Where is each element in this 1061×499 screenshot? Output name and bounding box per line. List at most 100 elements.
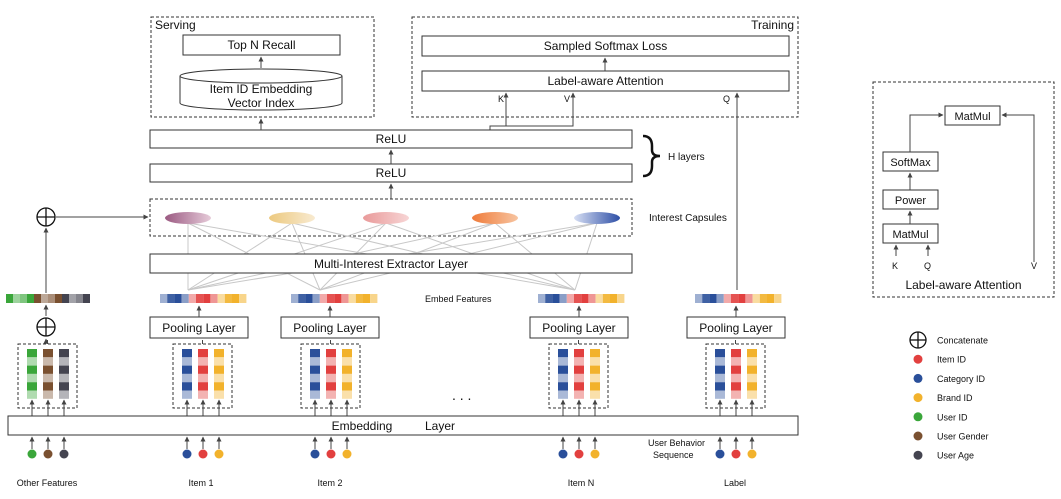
legend-dot — [913, 412, 923, 422]
pooling-layer-3: Pooling Layer — [529, 305, 629, 339]
embedding-layer-box — [7, 415, 799, 436]
label-aware-attention-label: Label-aware Attention — [547, 74, 663, 88]
embedding-cell — [590, 382, 600, 391]
embedding-cell — [747, 357, 757, 366]
k-input-label: K — [498, 94, 504, 104]
embedding-columns-4 — [548, 340, 609, 416]
embed-cell — [702, 294, 710, 303]
embedding-columns-3 — [300, 340, 361, 416]
embedding-cell — [27, 390, 37, 399]
legend-label: Brand ID — [937, 393, 973, 403]
embed-cell — [348, 294, 356, 303]
embedding-cell — [27, 365, 37, 374]
embed-cell — [334, 294, 342, 303]
embedding-cell — [27, 373, 37, 383]
embed-cell — [552, 294, 560, 303]
embed-cell — [210, 294, 218, 303]
legend-item-2: Item ID — [913, 354, 967, 365]
pooling-layer-label: Pooling Layer — [699, 321, 772, 335]
embed-strip-2 — [291, 294, 378, 303]
embed-cell — [363, 294, 371, 303]
pooling-layer-4: Pooling Layer — [686, 305, 786, 339]
interest-capsules-group — [149, 198, 633, 237]
embedding-cell — [214, 349, 224, 358]
embedding-cell — [182, 357, 192, 366]
legend-item-1: Concatenate — [909, 331, 988, 349]
embedding-cell — [182, 390, 192, 399]
h-layers-label: H layers — [668, 152, 705, 163]
embedding-cell — [574, 382, 584, 391]
embed-cell — [723, 294, 731, 303]
interest-capsules-label: Interest Capsules — [649, 213, 727, 224]
embed-cell — [709, 294, 717, 303]
embedding-cell — [574, 349, 584, 358]
embed-cell — [767, 294, 775, 303]
embedding-cell — [198, 382, 208, 391]
multi-interest-extractor-label: Multi-Interest Extractor Layer — [314, 257, 468, 271]
pooling-layer-label: Pooling Layer — [162, 321, 235, 335]
embed-cell — [341, 294, 349, 303]
embedding-cell — [198, 357, 208, 366]
embed-cell — [745, 294, 753, 303]
embed-cell — [327, 294, 335, 303]
embed-cell — [731, 294, 739, 303]
embed-cell — [203, 294, 211, 303]
top-n-recall-label: Top N Recall — [227, 38, 295, 52]
embed-strip-1 — [160, 294, 247, 303]
embedding-cell — [590, 357, 600, 366]
attn-matmul-top-label: MatMul — [954, 111, 990, 123]
embedding-columns-5 — [705, 340, 766, 416]
embedding-cell — [214, 382, 224, 391]
embedding-columns-2 — [172, 340, 233, 416]
interest-capsule-5 — [574, 212, 620, 224]
embedding-cell — [59, 349, 69, 358]
embedding-cell — [558, 382, 568, 391]
attention-input-arrows — [489, 92, 740, 290]
embedding-cell — [198, 390, 208, 399]
embedding-column-groups — [17, 340, 766, 416]
embed-cell — [588, 294, 596, 303]
embedding-cell — [59, 373, 69, 383]
embedding-cell — [731, 357, 741, 366]
embed-cell — [55, 294, 62, 303]
embedding-layer-word2: Layer — [425, 419, 455, 433]
embedding-cell — [182, 365, 192, 374]
embed-cell — [188, 294, 196, 303]
input-dot — [198, 449, 208, 459]
embedding-cell — [715, 382, 725, 391]
input-dot — [558, 449, 568, 459]
input-dots-2 — [182, 436, 224, 459]
embed-cell — [34, 294, 41, 303]
legend-label: Concatenate — [937, 336, 988, 346]
ellipsis: . . . — [452, 387, 471, 403]
embed-cell — [48, 294, 55, 303]
legend-label: Category ID — [937, 374, 986, 384]
user-behavior-label-1: User Behavior — [648, 438, 705, 448]
embedding-cell — [731, 382, 741, 391]
embedding-cell — [198, 349, 208, 358]
embedding-cell — [326, 349, 336, 358]
embedding-cell — [326, 365, 336, 374]
embedding-cell — [310, 365, 320, 374]
embedding-layer-word1: Embedding — [332, 419, 393, 433]
input-dot — [731, 449, 741, 459]
q-input-label: Q — [723, 94, 730, 104]
capsule-ellipses — [165, 212, 620, 224]
legend-dot — [913, 431, 923, 441]
relu-bottom-label: ReLU — [376, 166, 407, 180]
input-dot — [27, 449, 37, 459]
embedding-cell — [574, 373, 584, 383]
embedding-cell — [198, 373, 208, 383]
embed-cell — [545, 294, 553, 303]
serving-label: Serving — [155, 18, 196, 32]
embedding-cell — [747, 365, 757, 374]
embed-cell — [759, 294, 767, 303]
embedding-cell — [326, 357, 336, 366]
embed-cell — [312, 294, 320, 303]
input-dot — [182, 449, 192, 459]
embed-cell — [160, 294, 168, 303]
legend-item-4: Brand ID — [913, 393, 973, 403]
embedding-cell — [342, 382, 352, 391]
item1-label: Item 1 — [188, 478, 213, 488]
